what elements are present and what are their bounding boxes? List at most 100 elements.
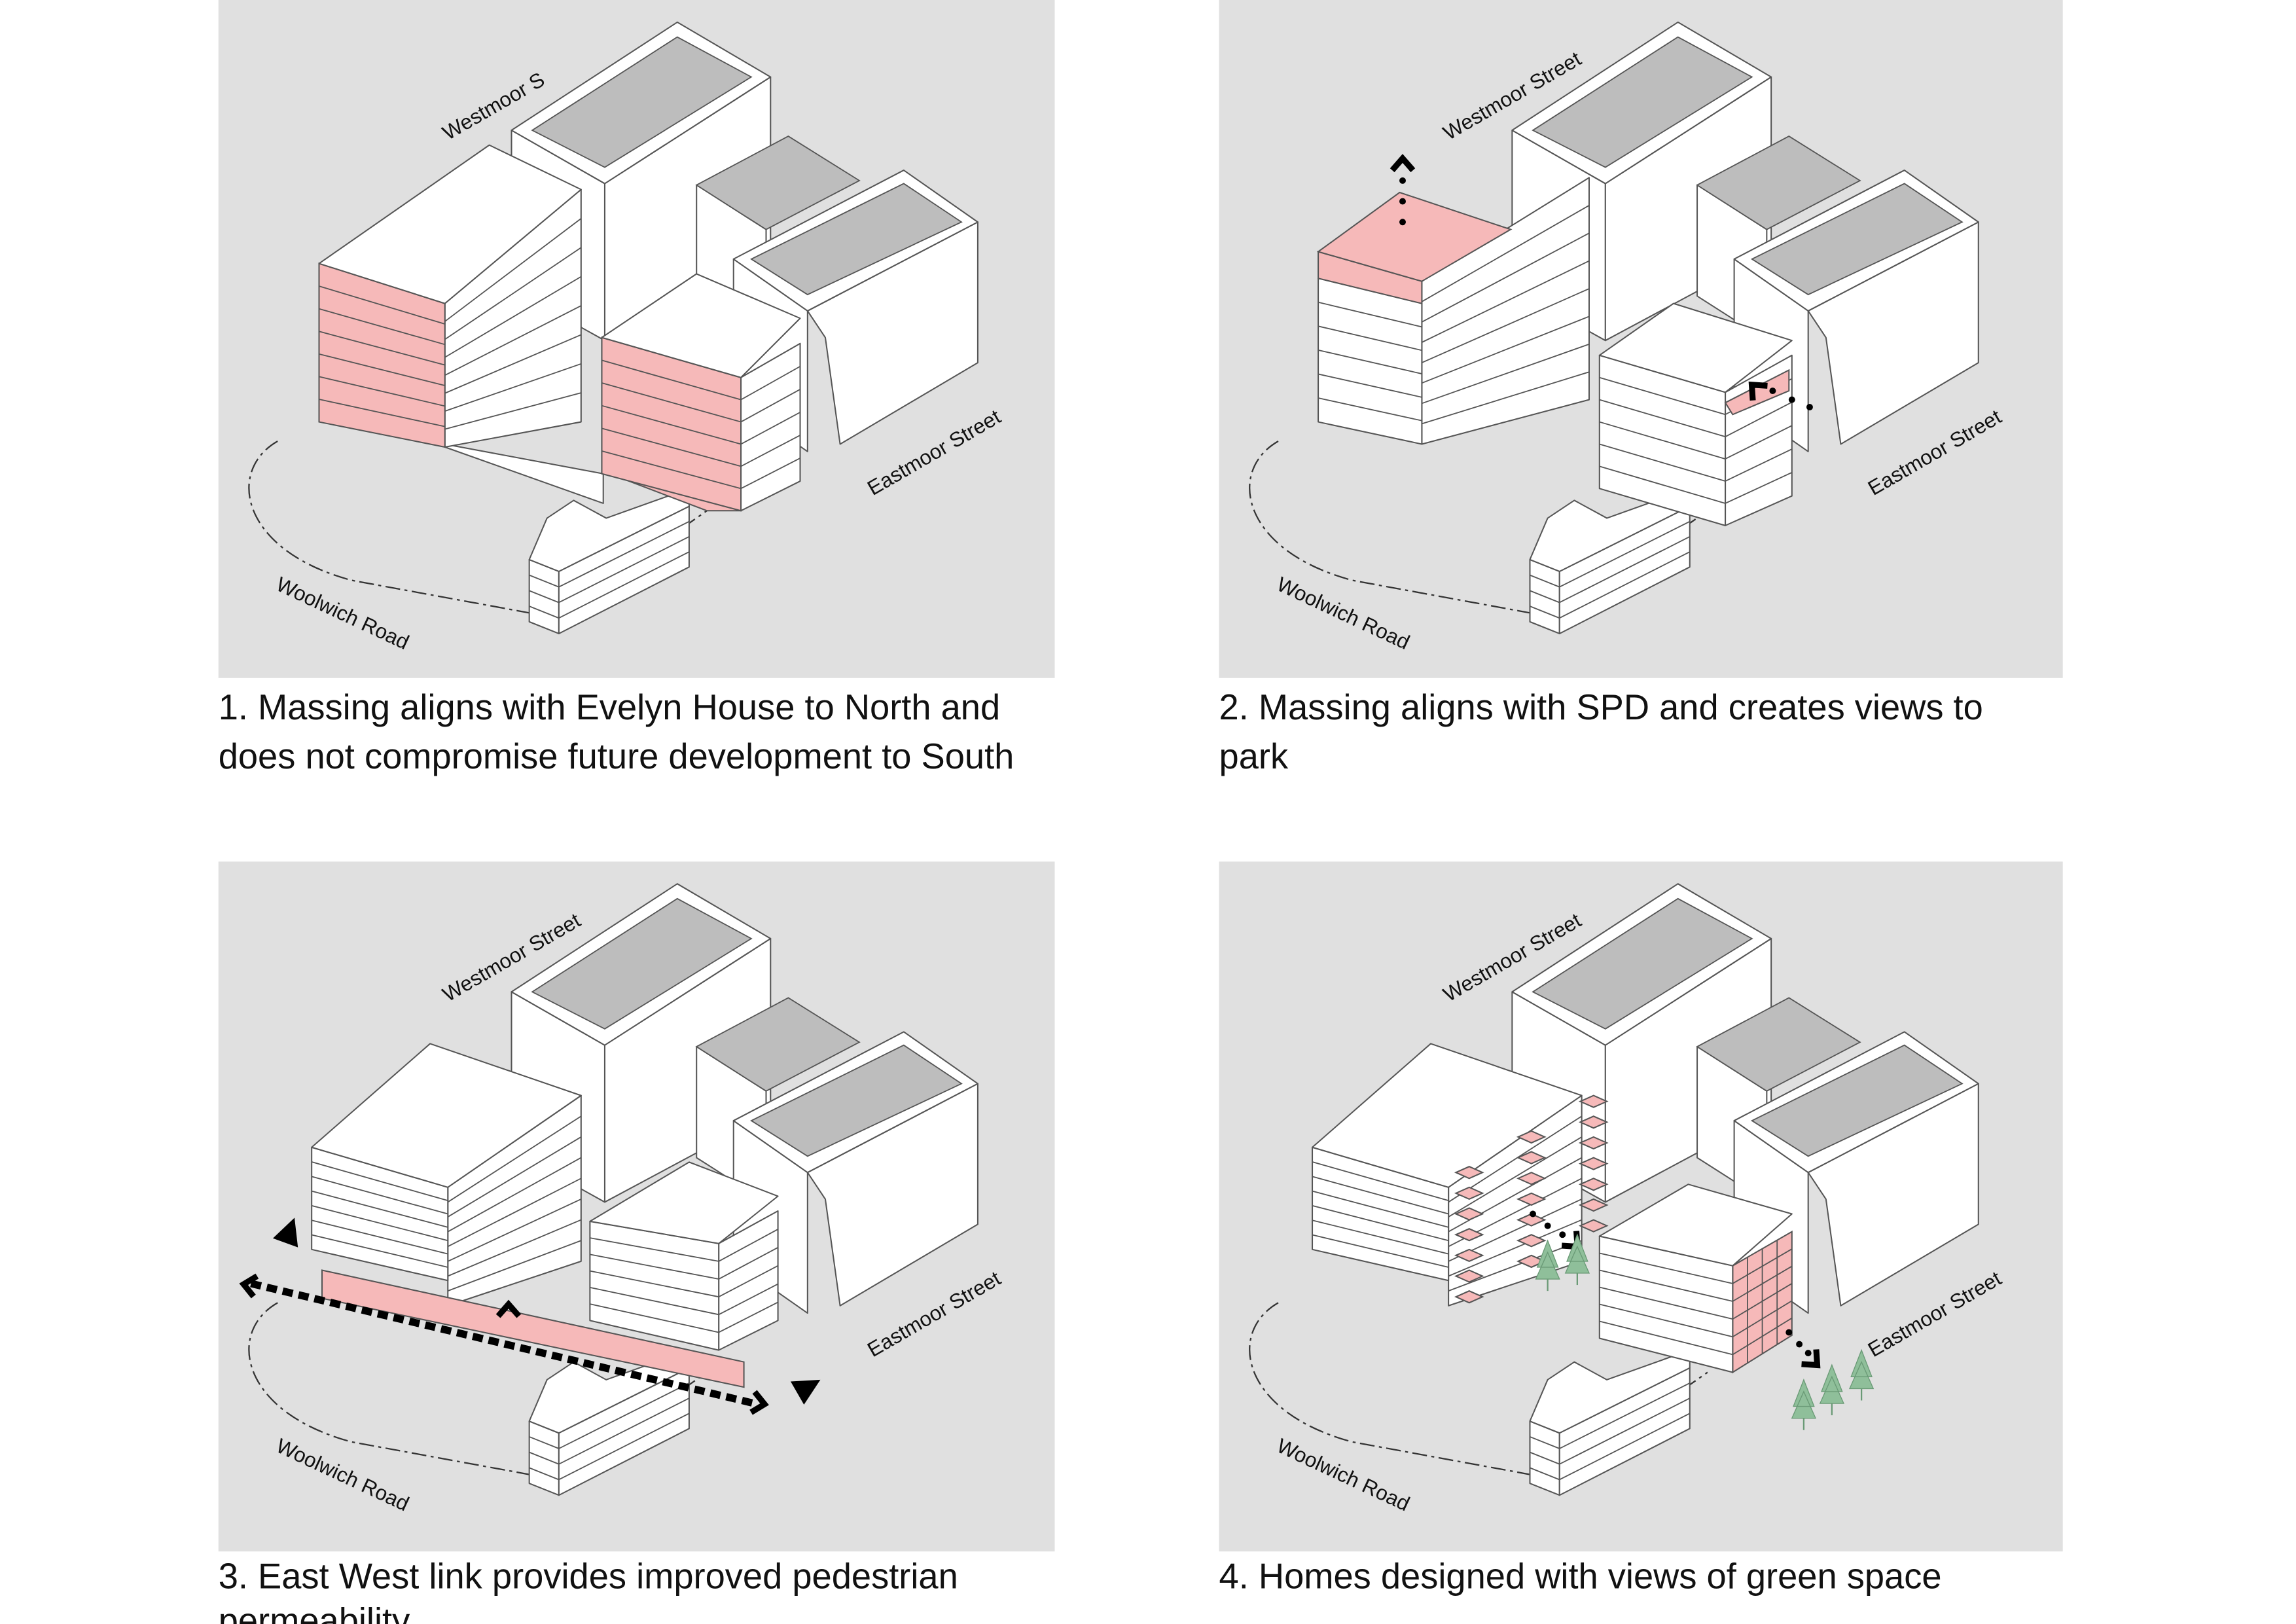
north-block-roof — [1312, 1043, 1583, 1188]
floor-line — [1422, 343, 1590, 405]
floor-line — [444, 305, 582, 376]
floor-line — [590, 1254, 719, 1280]
arrow-head-icon — [790, 1379, 821, 1405]
floor-line — [1725, 425, 1793, 460]
caption-3-line-2: permeability — [219, 1601, 410, 1624]
floor-line — [1530, 1467, 1560, 1481]
floor-line — [1448, 1240, 1582, 1291]
arrow-chevron-icon — [495, 1299, 522, 1318]
floor-line — [1599, 399, 1726, 438]
courtyard-block-roof — [695, 135, 861, 230]
floor-line — [1312, 1161, 1449, 1202]
floor-line — [529, 1436, 560, 1449]
floor-line — [590, 1303, 719, 1333]
floor-line — [1530, 605, 1560, 619]
eastmoor-building-roof-inset — [750, 1044, 963, 1157]
balcony-highlight — [1516, 1192, 1547, 1206]
floor-line — [558, 1382, 690, 1449]
floor-line — [1559, 1413, 1691, 1481]
woolwich-road-outline — [248, 440, 529, 614]
balcony-highlight — [1578, 1198, 1609, 1212]
floor-line — [1530, 1451, 1560, 1465]
westmoor-building-roof-inset — [531, 897, 753, 1030]
floor-line — [590, 1237, 719, 1262]
floor-line — [1559, 520, 1691, 588]
woolwich-road-outline — [1249, 440, 1530, 614]
floor-line — [1599, 1269, 1733, 1302]
floor-line — [529, 1467, 560, 1481]
floor-line — [319, 376, 445, 407]
westmoor-building-roof-inset — [1532, 897, 1753, 1030]
floor-line — [447, 1178, 582, 1248]
floor-line — [601, 427, 742, 467]
floor-line — [1599, 421, 1726, 460]
balcony-highlight — [1454, 1207, 1484, 1221]
south-block-roof — [589, 1161, 779, 1244]
floor-line — [601, 359, 742, 401]
floor-line — [718, 1265, 779, 1297]
floor-line — [447, 1157, 582, 1233]
courtyard-block-roof — [1696, 997, 1861, 1092]
arrow-chevron-icon — [749, 1390, 769, 1415]
path-dot — [1399, 177, 1406, 184]
floor-line — [1422, 288, 1590, 363]
south-block-roof — [601, 273, 801, 378]
path-dot — [1804, 1350, 1812, 1357]
path-dot — [1796, 1341, 1803, 1348]
floor-line — [1599, 376, 1726, 416]
floor-line — [311, 1234, 448, 1268]
courtyard-block-roof — [695, 997, 861, 1092]
eastmoor-building-roof-inset — [1750, 183, 1964, 296]
floor-line — [444, 334, 582, 394]
tree-icon — [1848, 1348, 1874, 1401]
floor-line — [740, 412, 800, 445]
path-dot — [1788, 396, 1795, 403]
floor-line — [740, 435, 800, 467]
floor-line — [1312, 1219, 1449, 1255]
north-block-roof — [311, 1043, 582, 1188]
floor-line — [311, 1219, 448, 1255]
floor-line — [1312, 1176, 1449, 1215]
eastmoor-building-roof-inset — [1750, 1044, 1964, 1157]
floor-line — [1312, 1190, 1449, 1228]
caption-3-line-1: 3. East West link provides improved pede… — [219, 1557, 958, 1597]
floor-line — [311, 1161, 448, 1202]
woolwich-road-outline — [1249, 1302, 1530, 1475]
floor-line — [311, 1205, 448, 1242]
caption-2-line-2: park — [1219, 736, 1289, 776]
floor-line — [740, 365, 800, 401]
north-block-roof-highlight — [1316, 191, 1513, 282]
floor-line — [740, 458, 800, 490]
floor-line — [1422, 316, 1590, 384]
balcony-highlight — [1454, 1269, 1484, 1283]
floor-line — [529, 574, 560, 588]
floor-line — [718, 1229, 779, 1262]
east-west-link-highlight — [321, 1269, 745, 1388]
south-block-corner-highlight — [1724, 369, 1790, 416]
floor-line — [1422, 371, 1590, 425]
balcony-highlight — [1516, 1213, 1547, 1227]
floor-line — [1599, 443, 1726, 482]
small-building-roof — [528, 488, 690, 573]
balcony-highlight — [1454, 1228, 1484, 1242]
floor-line — [1530, 1436, 1560, 1449]
floor-line — [1448, 1136, 1583, 1218]
floor-line — [529, 1451, 560, 1465]
floor-line — [444, 247, 582, 340]
floor-line — [1599, 465, 1726, 504]
floor-line — [444, 392, 582, 430]
arrow-chevron-icon — [1801, 1349, 1821, 1369]
floor-line — [444, 276, 582, 358]
caption-1-line-2: does not compromise future development t… — [219, 736, 1014, 776]
eastmoor-building-roof-inset — [750, 183, 963, 296]
floor-line — [601, 382, 742, 423]
floor-line — [447, 1136, 582, 1218]
north-block-left-face — [1318, 278, 1423, 445]
path-dot — [1785, 1329, 1793, 1336]
balcony-highlight — [1454, 1290, 1484, 1304]
floor-line — [1312, 1205, 1449, 1242]
balcony-highlight — [1516, 1234, 1547, 1248]
balcony-highlight — [1516, 1130, 1547, 1144]
